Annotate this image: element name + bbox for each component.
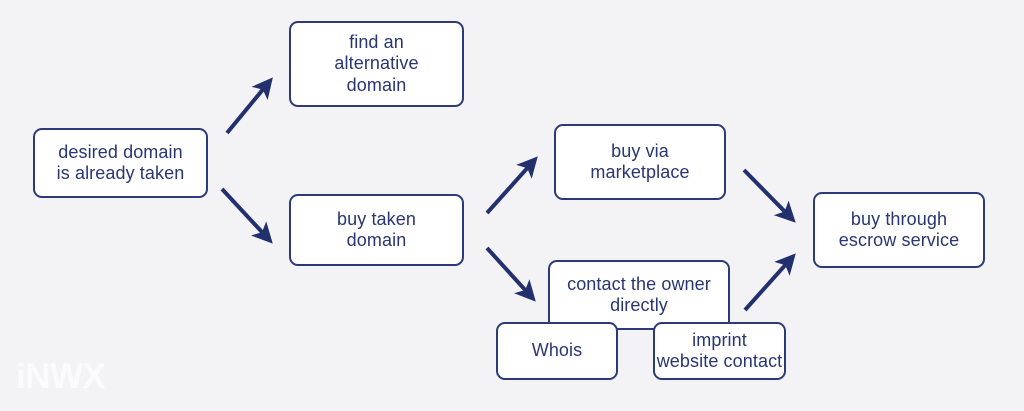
node-desired-domain-is-already-taken[interactable]: desired domain is already taken (33, 128, 208, 198)
node-label: imprint website contact (656, 329, 783, 371)
node-buy-through-escrow-service[interactable]: buy through escrow service (813, 192, 985, 268)
node-label: buy through escrow service (838, 208, 960, 250)
node-imprint-website-contact[interactable]: imprint website contact (653, 322, 786, 380)
buytaken-to-marketplace (485, 156, 538, 215)
node-label: desired domain is already taken (56, 141, 185, 183)
node-find-an-alternative-domain[interactable]: find an alternative domain (289, 21, 464, 107)
node-label: find an alternative domain (334, 32, 419, 95)
node-whois[interactable]: Whois (496, 322, 618, 380)
node-label: buy via marketplace (590, 140, 690, 182)
node-contact-the-owner-directly[interactable]: contact the owner directly (548, 260, 730, 330)
node-label: buy taken domain (337, 208, 416, 250)
desired-to-alternative (225, 77, 273, 135)
inwx-logo: iNWX (16, 357, 106, 396)
node-buy-via-marketplace[interactable]: buy via marketplace (554, 124, 726, 200)
node-label: contact the owner directly (567, 273, 711, 315)
marketplace-to-escrow (742, 168, 796, 223)
node-label: Whois (531, 340, 583, 361)
contact-to-escrow (743, 253, 796, 312)
node-buy-taken-domain[interactable]: buy taken domain (289, 194, 464, 266)
desired-to-buytaken (220, 187, 273, 244)
buytaken-to-contact (485, 246, 536, 302)
